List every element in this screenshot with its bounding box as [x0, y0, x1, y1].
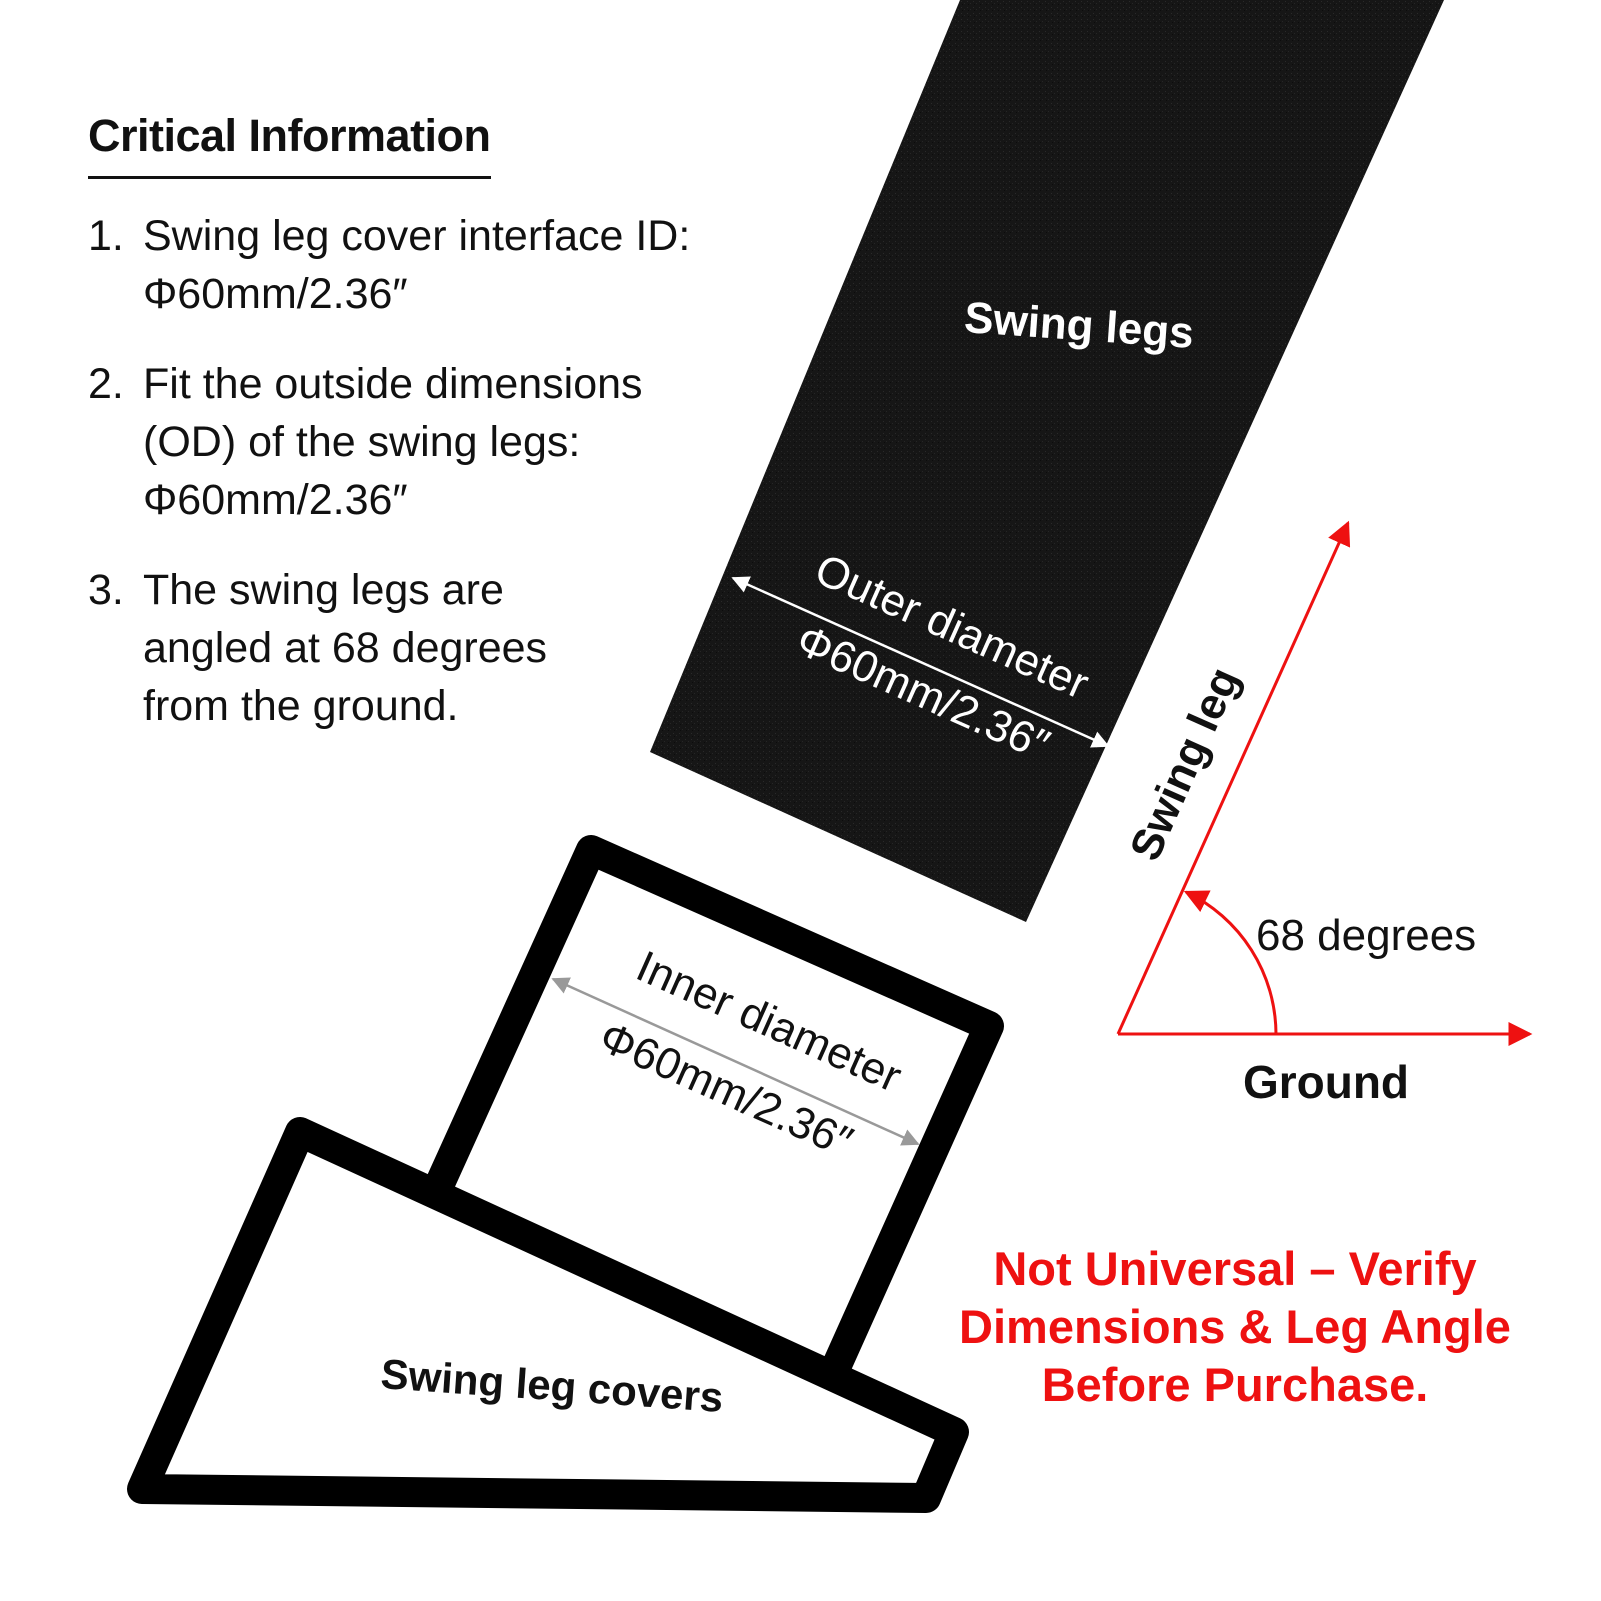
cover-base-outline: [127, 1117, 969, 1513]
info-item-number: 3.: [88, 566, 124, 614]
info-item-line: Φ60mm/2.36″: [143, 476, 408, 524]
outer-diameter-arrow: [731, 576, 1110, 748]
info-item-line: from the ground.: [143, 682, 459, 730]
swing-leg-angle-label: Swing leg: [1121, 660, 1249, 868]
info-item-line: Fit the outside dimensions: [143, 360, 643, 408]
info-item-number: 1.: [88, 212, 124, 260]
info-item-line: Φ60mm/2.36″: [143, 270, 408, 318]
swing-leg-tube: [650, 0, 1444, 922]
warning-line: Before Purchase.: [1041, 1358, 1429, 1411]
info-item-number: 2.: [88, 360, 124, 408]
info-item-3: 3. The swing legs are angled at 68 degre…: [88, 561, 768, 735]
cover-sleeve-outline: [422, 835, 1004, 1380]
warning-line: Not Universal – Verify: [993, 1242, 1477, 1295]
angle-degrees-label: 68 degrees: [1256, 911, 1476, 960]
swing-leg-angle-arrow: [1116, 520, 1351, 1035]
info-item-2: 2. Fit the outside dimensions (OD) of th…: [88, 355, 768, 529]
info-item-1: 1. Swing leg cover interface ID: Φ60mm/2…: [88, 207, 768, 323]
heading: Critical Information: [88, 110, 491, 179]
info-item-line: Swing leg cover interface ID:: [143, 212, 691, 260]
warning-line: Dimensions & Leg Angle: [959, 1300, 1511, 1353]
inner-diameter-arrow: [551, 977, 920, 1146]
info-item-line: (OD) of the swing legs:: [143, 418, 581, 466]
info-item-line: The swing legs are: [143, 566, 504, 614]
critical-information-panel: Critical Information 1. Swing leg cover …: [88, 110, 768, 735]
warning-notice: Not Universal – Verify Dimensions & Leg …: [935, 1240, 1535, 1414]
angle-arc: [1183, 890, 1278, 1035]
info-item-line: angled at 68 degrees: [143, 624, 548, 672]
ground-label: Ground: [1243, 1056, 1409, 1108]
